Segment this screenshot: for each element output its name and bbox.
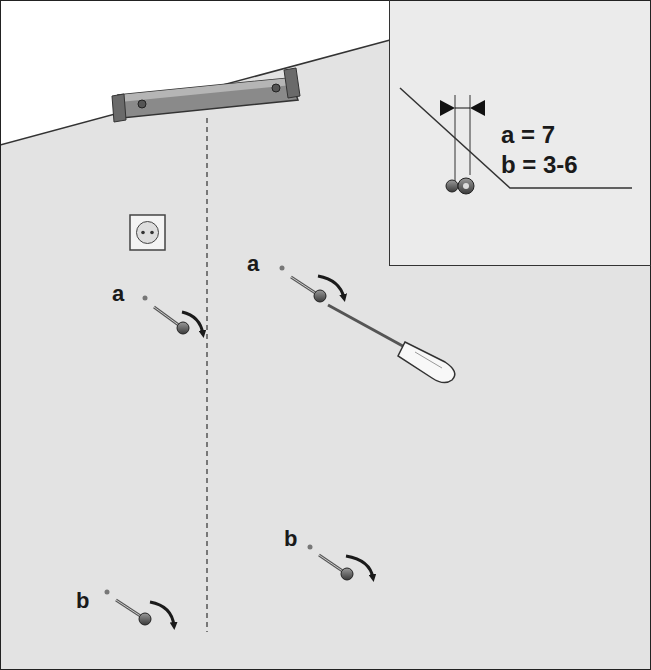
inset-detail [400, 88, 632, 194]
wall-bracket [112, 68, 300, 122]
screw-label: b [284, 528, 297, 550]
dimension-text: a = 7 [501, 123, 555, 147]
inset-panel [390, 0, 651, 265]
screw-b-left [105, 590, 175, 627]
screw-b-right [308, 545, 374, 581]
ceiling [0, 0, 390, 145]
inset-box: a = 7 b = 3-6 [389, 0, 651, 266]
dimension-text: b = 3-6 [501, 153, 578, 177]
screw-label: a [247, 253, 259, 275]
screw-a-right [280, 266, 345, 303]
power-socket [130, 215, 165, 250]
ceiling-edge [0, 40, 390, 145]
screwdriver [328, 305, 455, 383]
screw-label: b [76, 590, 89, 612]
screw-label: a [112, 283, 124, 305]
screw-a-left [143, 296, 204, 335]
center-line [206, 118, 208, 632]
